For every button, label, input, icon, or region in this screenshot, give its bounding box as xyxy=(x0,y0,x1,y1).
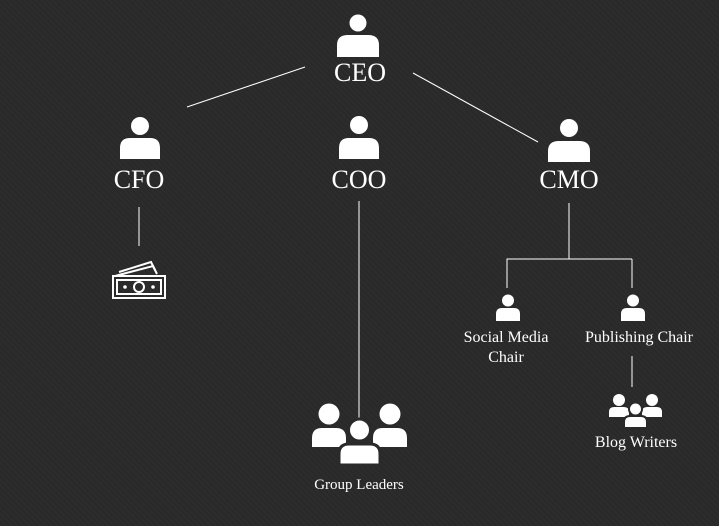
blog-writers-label: Blog Writers xyxy=(594,434,678,451)
social-media-chair-label-line1: Social Media xyxy=(463,329,549,346)
blog-writers-group-icon xyxy=(609,394,662,429)
publishing-chair-person-icon xyxy=(621,294,645,321)
ceo-person-icon xyxy=(337,14,379,57)
cfo-person-icon xyxy=(120,117,160,159)
group-leaders-label: Group Leaders xyxy=(314,477,404,493)
publishing-chair-label: Publishing Chair xyxy=(584,329,693,346)
ceo-label: CEO xyxy=(334,58,386,87)
cfo-label: CFO xyxy=(113,165,165,194)
social-media-chair-label-line2: Chair xyxy=(488,349,524,366)
coo-label: COO xyxy=(331,165,387,194)
money-icon xyxy=(112,260,166,299)
social-media-chair-person-icon xyxy=(496,294,520,321)
coo-person-icon xyxy=(339,116,379,159)
group-leaders-group-icon xyxy=(312,403,407,467)
cmo-label: CMO xyxy=(539,165,599,194)
cmo-person-icon xyxy=(548,119,590,162)
line-ceo-cfo xyxy=(186,66,306,108)
line-cmo-children xyxy=(506,203,570,288)
line-ceo-cmo xyxy=(412,72,539,143)
